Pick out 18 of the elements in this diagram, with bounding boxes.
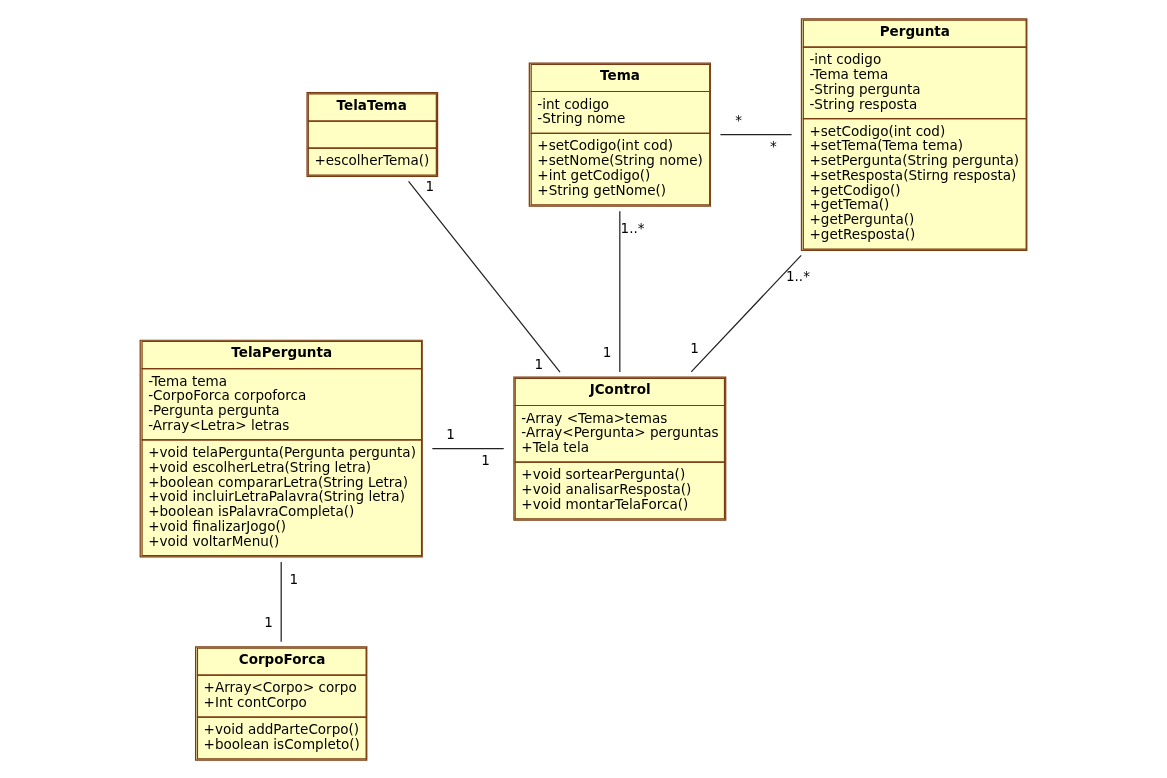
connector — [690, 254, 802, 372]
label: 1 — [289, 570, 299, 587]
label: 1 — [481, 451, 490, 468]
label: 1 — [446, 425, 455, 442]
label: 1 — [690, 339, 699, 356]
connector — [407, 180, 561, 373]
label: 1..* — [620, 219, 645, 236]
label: 1 — [264, 613, 273, 630]
connector — [719, 133, 793, 135]
connector — [619, 210, 621, 373]
label: 1 — [425, 177, 435, 194]
label: 1..* — [785, 267, 810, 284]
connector — [280, 560, 282, 642]
connector — [431, 447, 505, 449]
label: 1 — [602, 343, 612, 360]
label: 1 — [534, 355, 544, 372]
label: * — [735, 111, 742, 128]
label: * — [770, 137, 777, 154]
